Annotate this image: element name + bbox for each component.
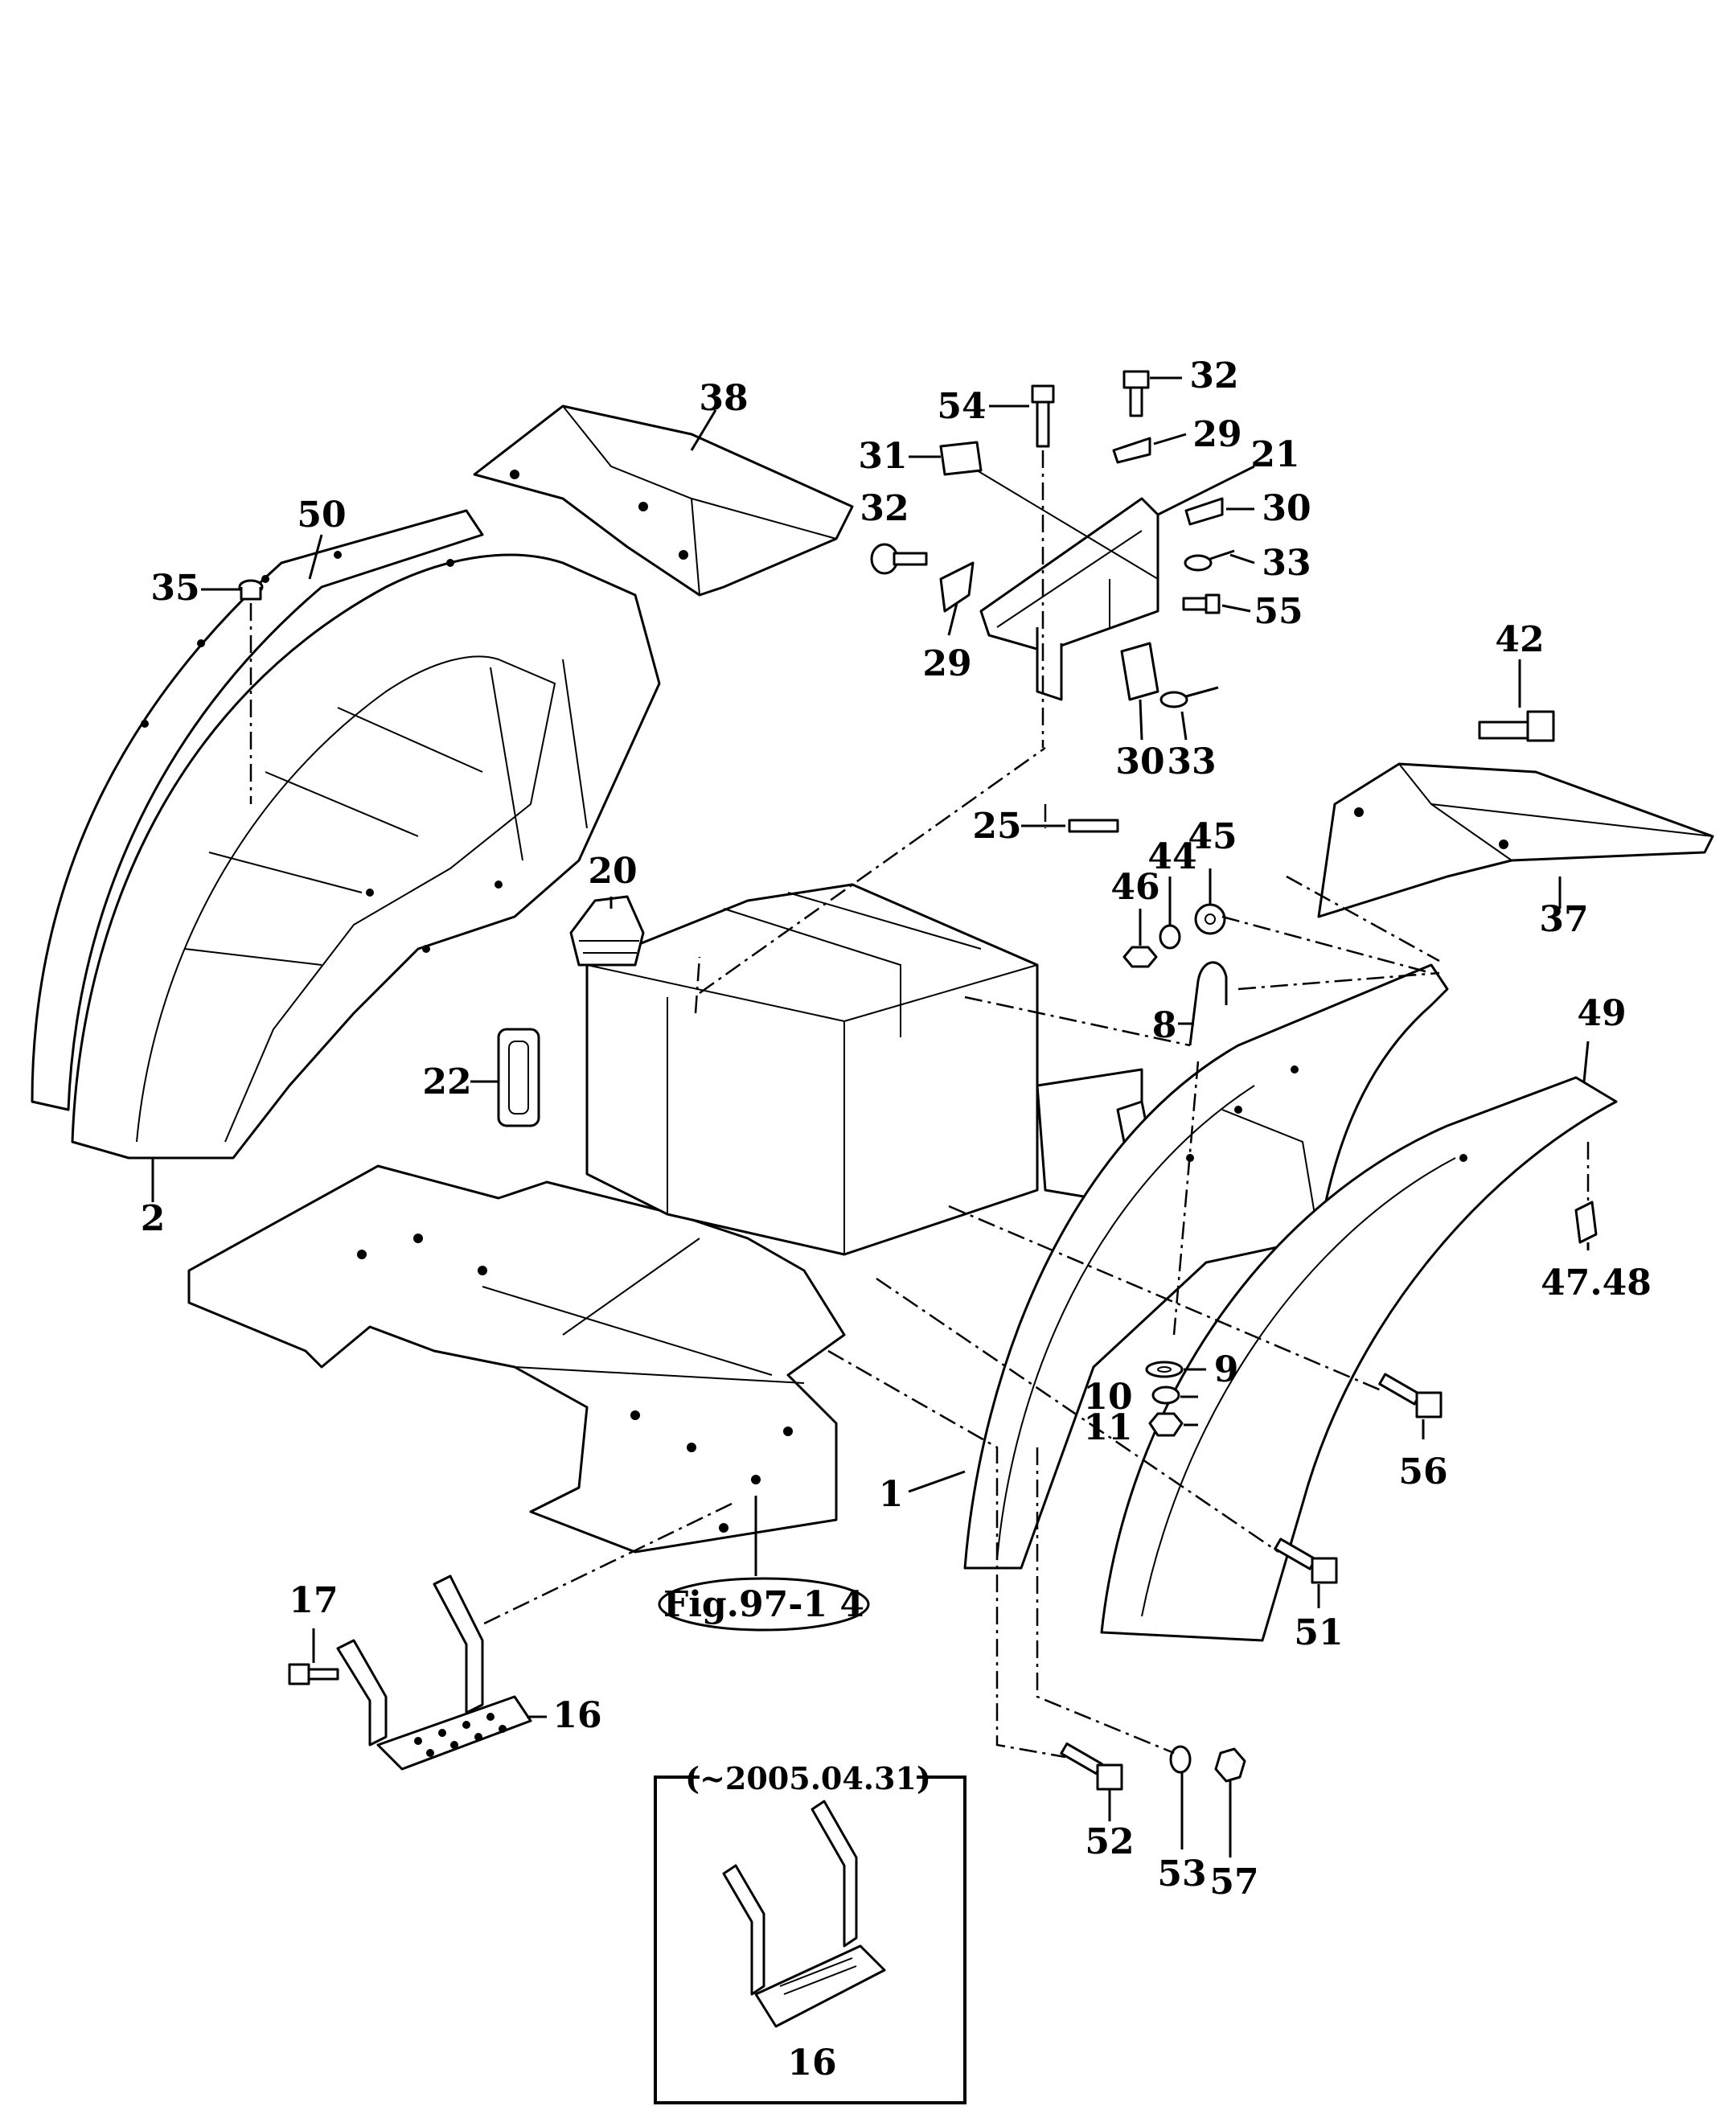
callout-35: 35 [150,568,199,609]
washer-part-53 [1169,1745,1192,1774]
callout-25: 25 [972,806,1021,847]
bolt-part-54 [1031,384,1055,748]
callout-17: 17 [289,1580,338,1621]
clip-part-29-left [939,561,975,613]
callout-45: 45 [1188,816,1237,857]
callout-49: 49 [1577,993,1626,1034]
left-fender-trim-part-50 [31,509,484,1111]
callout-44: 44 [1147,836,1196,877]
left-fender-inner-wall [136,655,556,1143]
callout-33-top: 33 [1262,543,1311,584]
callout-37: 37 [1539,899,1588,940]
callout-21: 21 [1250,434,1299,475]
callout-55: 55 [1254,591,1303,632]
figure-reference: Fig.97-1 4 [663,1584,864,1625]
callout-10: 10 [1083,1377,1132,1418]
nut-part-11 [1148,1412,1184,1437]
callout-56: 56 [1398,1451,1447,1492]
lever-boot-part-20 [569,895,645,967]
callout-57: 57 [1209,1862,1258,1903]
pin-part-33-bottom [1159,686,1219,708]
callout-20: 20 [588,851,637,892]
callout-47-48: 47.48 [1541,1262,1652,1303]
callout-9: 9 [1214,1349,1239,1390]
nut-part-57 [1214,1747,1246,1783]
bracket-part-31 [939,441,1159,580]
washer-part-10 [1151,1386,1180,1405]
callout-2: 2 [141,1198,166,1239]
clip-part-47-48 [1574,1142,1598,1244]
floor-plate [187,1164,846,1554]
bolt-part-56 [1378,1373,1443,1418]
seat-frame-box [585,883,1039,1256]
bolt-part-42 [1478,710,1555,742]
nut-part-46 [1122,946,1158,968]
callout-8: 8 [1152,1005,1177,1046]
washer-part-45 [1194,903,1226,935]
pad-part-25 [1068,819,1119,833]
step-assembly-part-16 [336,1574,532,1771]
bolt-part-52 [1060,1742,1123,1791]
callout-22: 22 [422,1061,471,1102]
callout-labels: 2 50 35 38 54 32 29 31 21 30 33 32 55 29… [141,355,1652,2083]
callout-42: 42 [1495,619,1544,660]
callout-38: 38 [699,378,748,419]
grommet-part-35 [238,579,264,804]
bolt-part-51 [1274,1537,1338,1584]
left-fender-part-2 [71,553,661,1160]
callout-30-bottom: 30 [1115,741,1164,782]
callout-50: 50 [297,495,346,536]
callout-29-top: 29 [1192,414,1241,455]
washer-part-9 [1145,1361,1184,1378]
inset-caption: (~2005.04.31) [685,1760,931,1796]
figure-reference-oval: Fig.97-1 4 [658,1496,870,1632]
leader-lines [482,746,1440,1759]
callout-51: 51 [1294,1612,1343,1653]
callout-53: 53 [1157,1854,1206,1895]
callout-16-inset: 16 [787,2042,836,2083]
clip-part-30-top [1184,497,1224,526]
callout-32-top: 32 [1189,355,1238,396]
bolt-part-17 [288,1663,339,1685]
callout-52: 52 [1085,1821,1134,1862]
bolt-part-32-top [1122,370,1150,417]
right-cover-part-37 [1317,762,1714,918]
bolt-part-32-left [870,543,928,575]
callout-16-step: 16 [552,1695,601,1736]
clip-part-30-bottom [1120,642,1159,701]
screw-part-55 [1182,593,1221,614]
right-fender-part-1 [963,963,1449,1570]
callout-32-left: 32 [860,488,909,529]
u-bolt-part-8 [1172,961,1228,1336]
right-fender-assembly [963,963,1618,1642]
callout-54: 54 [937,386,986,427]
callout-1: 1 [879,1474,904,1515]
callout-31: 31 [858,436,907,477]
callout-11: 11 [1083,1407,1132,1448]
callout-33-bottom: 33 [1167,741,1216,782]
callout-ticks [151,376,1590,1858]
callout-29-left: 29 [922,643,971,684]
clip-part-29-top [1112,437,1151,464]
inset-earlier-step: (~2005.04.31) [654,1760,966,2104]
callout-46: 46 [1110,867,1159,908]
floor-frame-assembly [187,883,1151,1554]
rear-cover-part-38 [473,404,854,597]
washer-part-44 [1159,924,1181,950]
left-fender-assembly [31,509,661,1160]
pin-part-33-top [1184,549,1235,572]
slot-cover-part-22 [497,1028,540,1127]
callout-30-top: 30 [1262,488,1311,529]
